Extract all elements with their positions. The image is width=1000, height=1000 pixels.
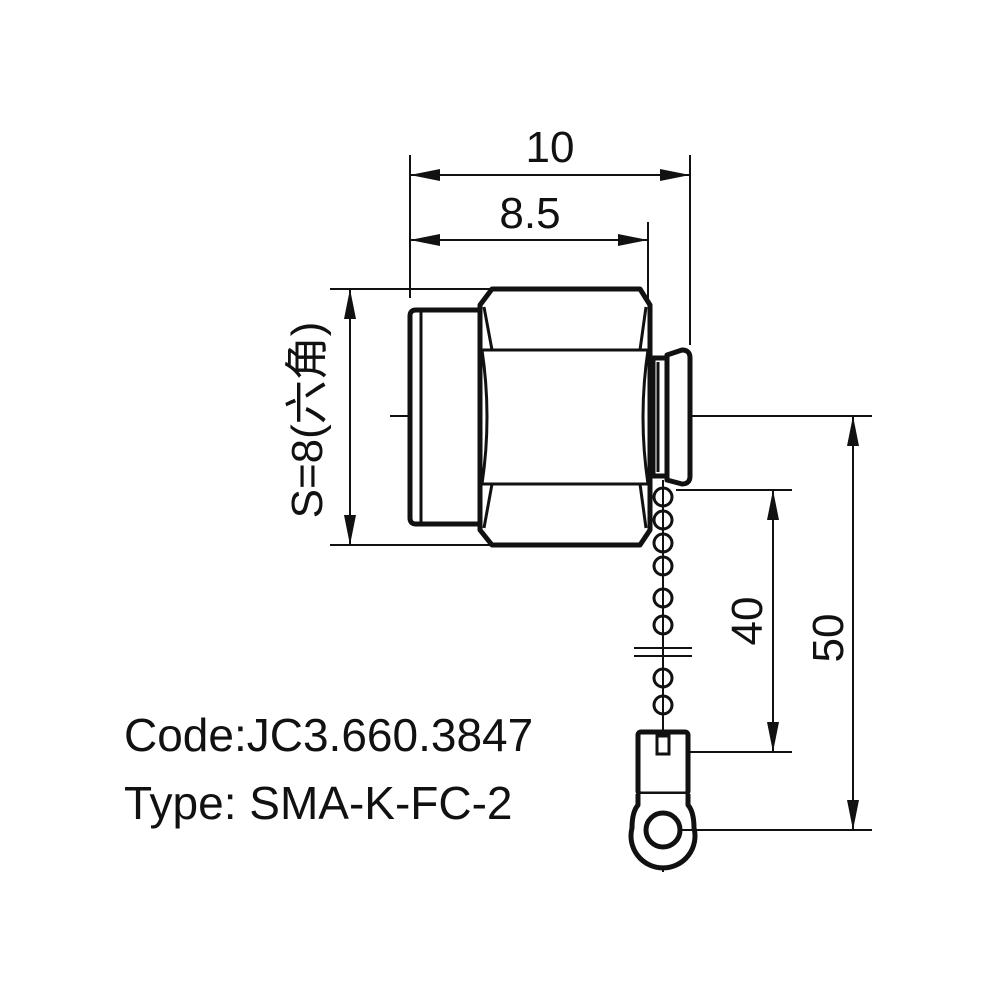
dimension-chain-length: 40 bbox=[676, 489, 792, 753]
dimension-chain-length-label: 40 bbox=[723, 597, 772, 646]
dimension-hex-size: S=8(六角) bbox=[283, 288, 490, 546]
dimension-overall-length-label: 10 bbox=[526, 123, 575, 172]
connector-body bbox=[407, 286, 693, 548]
dimension-hex-size-label: S=8(六角) bbox=[283, 322, 332, 519]
dimension-total-chain-length: 50 bbox=[680, 415, 872, 831]
dimension-hex-length-label: 8.5 bbox=[499, 189, 560, 238]
chain bbox=[628, 480, 698, 872]
product-code: Code:JC3.660.3847 bbox=[124, 709, 534, 761]
dimension-overall-length: 10 bbox=[409, 123, 691, 345]
dimension-total-chain-length-label: 50 bbox=[804, 614, 853, 663]
dimension-hex-length: 8.5 bbox=[410, 189, 649, 300]
product-type: Type: SMA-K-FC-2 bbox=[124, 777, 513, 829]
